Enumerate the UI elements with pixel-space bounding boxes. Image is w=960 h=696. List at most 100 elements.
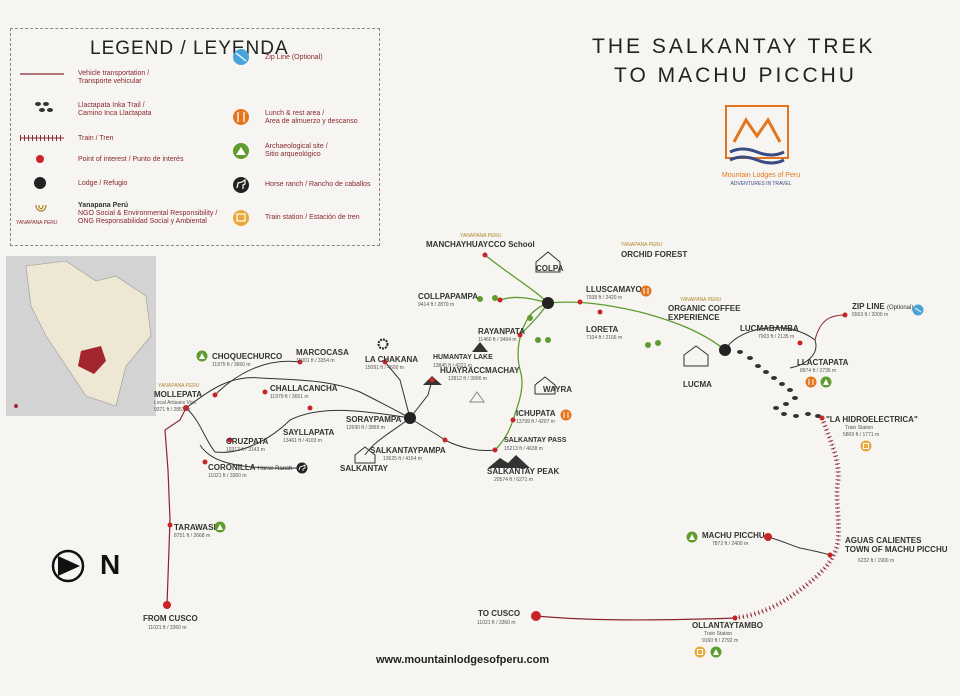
lluscamayo-lunch-icon (640, 285, 652, 297)
place-huayraccmachay: HUAYRACCMACHAY (440, 366, 520, 375)
trail-lucmabamba (724, 327, 817, 369)
trail-chakana (384, 361, 411, 419)
machu-picchu-archaeological-icon (686, 531, 698, 543)
place-loreta: LORETA (586, 325, 619, 334)
place-cruzpata: CRUZPATA (226, 437, 269, 446)
trail-mollepata-soraypampa (185, 377, 411, 419)
trail-collpapampa (499, 296, 549, 304)
peru-inset-map (6, 256, 156, 416)
elev-choquechurco: 11975 ft / 3650 m (212, 362, 251, 368)
mountain-lodges-logo (725, 105, 789, 165)
elev-loreta: 7104 ft / 2166 m (586, 335, 623, 341)
place-humantay: HUMANTAY LAKE (433, 354, 493, 361)
place-tarawasi: TARAWASI (174, 523, 216, 532)
place-salkantay: SALKANTAY (340, 464, 389, 473)
legend-poi: Point of interest / Punto de interés (78, 156, 184, 163)
place-salkantay-peak: SALKANTAY PEAK (487, 467, 560, 476)
trail-zipline (814, 314, 846, 341)
zipline-icon (233, 49, 249, 65)
wayra-house (534, 376, 556, 395)
train-icon (20, 135, 64, 141)
orchid-yanapana-mark: YANAPANA PERU (621, 242, 663, 248)
ollantaytambo-train-station-icon (694, 646, 706, 658)
elev-tarawasi: 8751 ft / 2668 m (174, 533, 211, 539)
legend-lodge: Lodge / Refugio (78, 180, 128, 187)
place-ichupata: ICHUPATA (516, 409, 556, 418)
place-la-hidroelectrica: "LA HIDROELECTRICA" (826, 415, 918, 424)
place-soraypampa: SORAYPAMPA (346, 415, 402, 424)
trail-humantay (409, 379, 433, 419)
tarawasi-archaeological-icon (214, 521, 226, 533)
website-url: www.mountainlodgesofperu.com (376, 654, 550, 666)
place-salkantaypampa: SALKANTAYPAMPA (370, 446, 446, 455)
elev-humantay: 13845 ft / 4221 m (433, 363, 472, 369)
inka-trail (737, 350, 821, 418)
place-rayanpata: RAYANPATA (478, 327, 525, 336)
elev-lluscamayo: 7938 ft / 2420 m (586, 295, 623, 301)
railway-ties (734, 417, 841, 621)
legend-yanapana-mark: YANAPANA PERU (16, 220, 58, 226)
elev-soraypampa: 12690 ft / 3869 m (346, 425, 385, 431)
elev-machu-picchu: 7872 ft / 2400 m (712, 541, 749, 547)
legend-lunch: Lunch & rest area /Area de almuerzo y de… (265, 110, 358, 125)
place-orchid-forest: ORCHID FOREST (621, 250, 688, 259)
railway (734, 417, 840, 619)
lunch-icon (233, 109, 249, 125)
legend-train-station: Train station / Estación de tren (265, 214, 360, 221)
horse-icon (233, 177, 249, 193)
place-ollantaytambo: OLLANTAYTAMBO (692, 621, 763, 630)
elev-la-chakana: 15091 ft / 4600 m (365, 365, 404, 371)
salkantay-peak-mountain (488, 455, 530, 468)
salkantay-house (354, 446, 376, 464)
lodge-icon (34, 177, 46, 189)
elev-marcocasa: 11001 ft / 3354 m (296, 358, 335, 364)
place-collpapampa: COLLPAPAMPA (418, 292, 478, 301)
points-of-interest (163, 252, 848, 621)
archaeological-icon (233, 143, 249, 159)
trail-coronilla (199, 444, 301, 469)
road-to-cusco (535, 615, 736, 621)
legend-archaeological: Archaeological site /Sitio arqueológico (265, 143, 328, 158)
hidro-train-station-icon (860, 440, 872, 452)
place-wayra: WAYRA (543, 385, 573, 394)
place-manchayhuaycco: MANCHAYHUAYCCO School (426, 240, 535, 249)
place-to-cusco: TO CUSCO (478, 609, 521, 618)
legend-vehicle: Vehicle transportation /Transporte vehic… (78, 70, 150, 85)
legend-zipline: Zip Line (Optional) (265, 54, 323, 61)
place-mollepata: MOLLEPATA (154, 390, 202, 399)
place-colpa: COLPA (536, 264, 564, 273)
manchay-yanapana-mark: YANAPANA PERU (460, 233, 502, 239)
trail-cruzpata (185, 407, 411, 453)
elev-lucmabamba: 7003 ft / 2135 m (758, 334, 795, 340)
ollantaytambo-archaeological-icon (710, 646, 722, 658)
place-lucmabamba: LUCMABAMBA (740, 324, 799, 333)
place-la-chakana: LA CHAKANA (365, 355, 419, 364)
elev-aguas-calientes: 6232 ft / 1900 m (858, 558, 895, 564)
north-label: N (100, 549, 121, 580)
elev-challacancha: 11979 ft / 3651 m (270, 394, 309, 400)
elev-salkantay-pass: 15213 ft / 4638 m (504, 446, 543, 452)
note-mollepata: Local Artisans Visit (154, 400, 196, 406)
elev-from-cusco: 11021 ft / 3360 m (148, 625, 187, 631)
coronilla-horse-icon (296, 462, 308, 474)
elev-mollepata: 9371 ft / 2857 m (154, 407, 191, 413)
poi-icon (36, 155, 44, 163)
place-challacancha: CHALLACANCHA (270, 384, 338, 393)
note-ollantaytambo: Train Station (704, 631, 733, 637)
legend-train: Train / Tren (78, 135, 114, 142)
elev-salkantay-peak: 20574 ft / 6271 m (494, 477, 533, 483)
elev-la-hidroelectrica: 5809 ft / 1771 m (843, 432, 880, 438)
trail-pass-to-colpa (494, 302, 549, 451)
huayraccmachay-triangle (469, 391, 485, 403)
place-marcocasa: MARCOCASA (296, 348, 349, 357)
place-coronilla: CORONILLA Horse Ranch (208, 463, 293, 472)
legend-box (10, 28, 380, 246)
elev-collpapampa: 9414 ft / 2870 m (418, 302, 455, 308)
elev-coronilla: 11021 ft / 3360 m (208, 473, 247, 479)
road-machu-picchu (767, 536, 831, 556)
la-chakana-icon (377, 338, 389, 350)
